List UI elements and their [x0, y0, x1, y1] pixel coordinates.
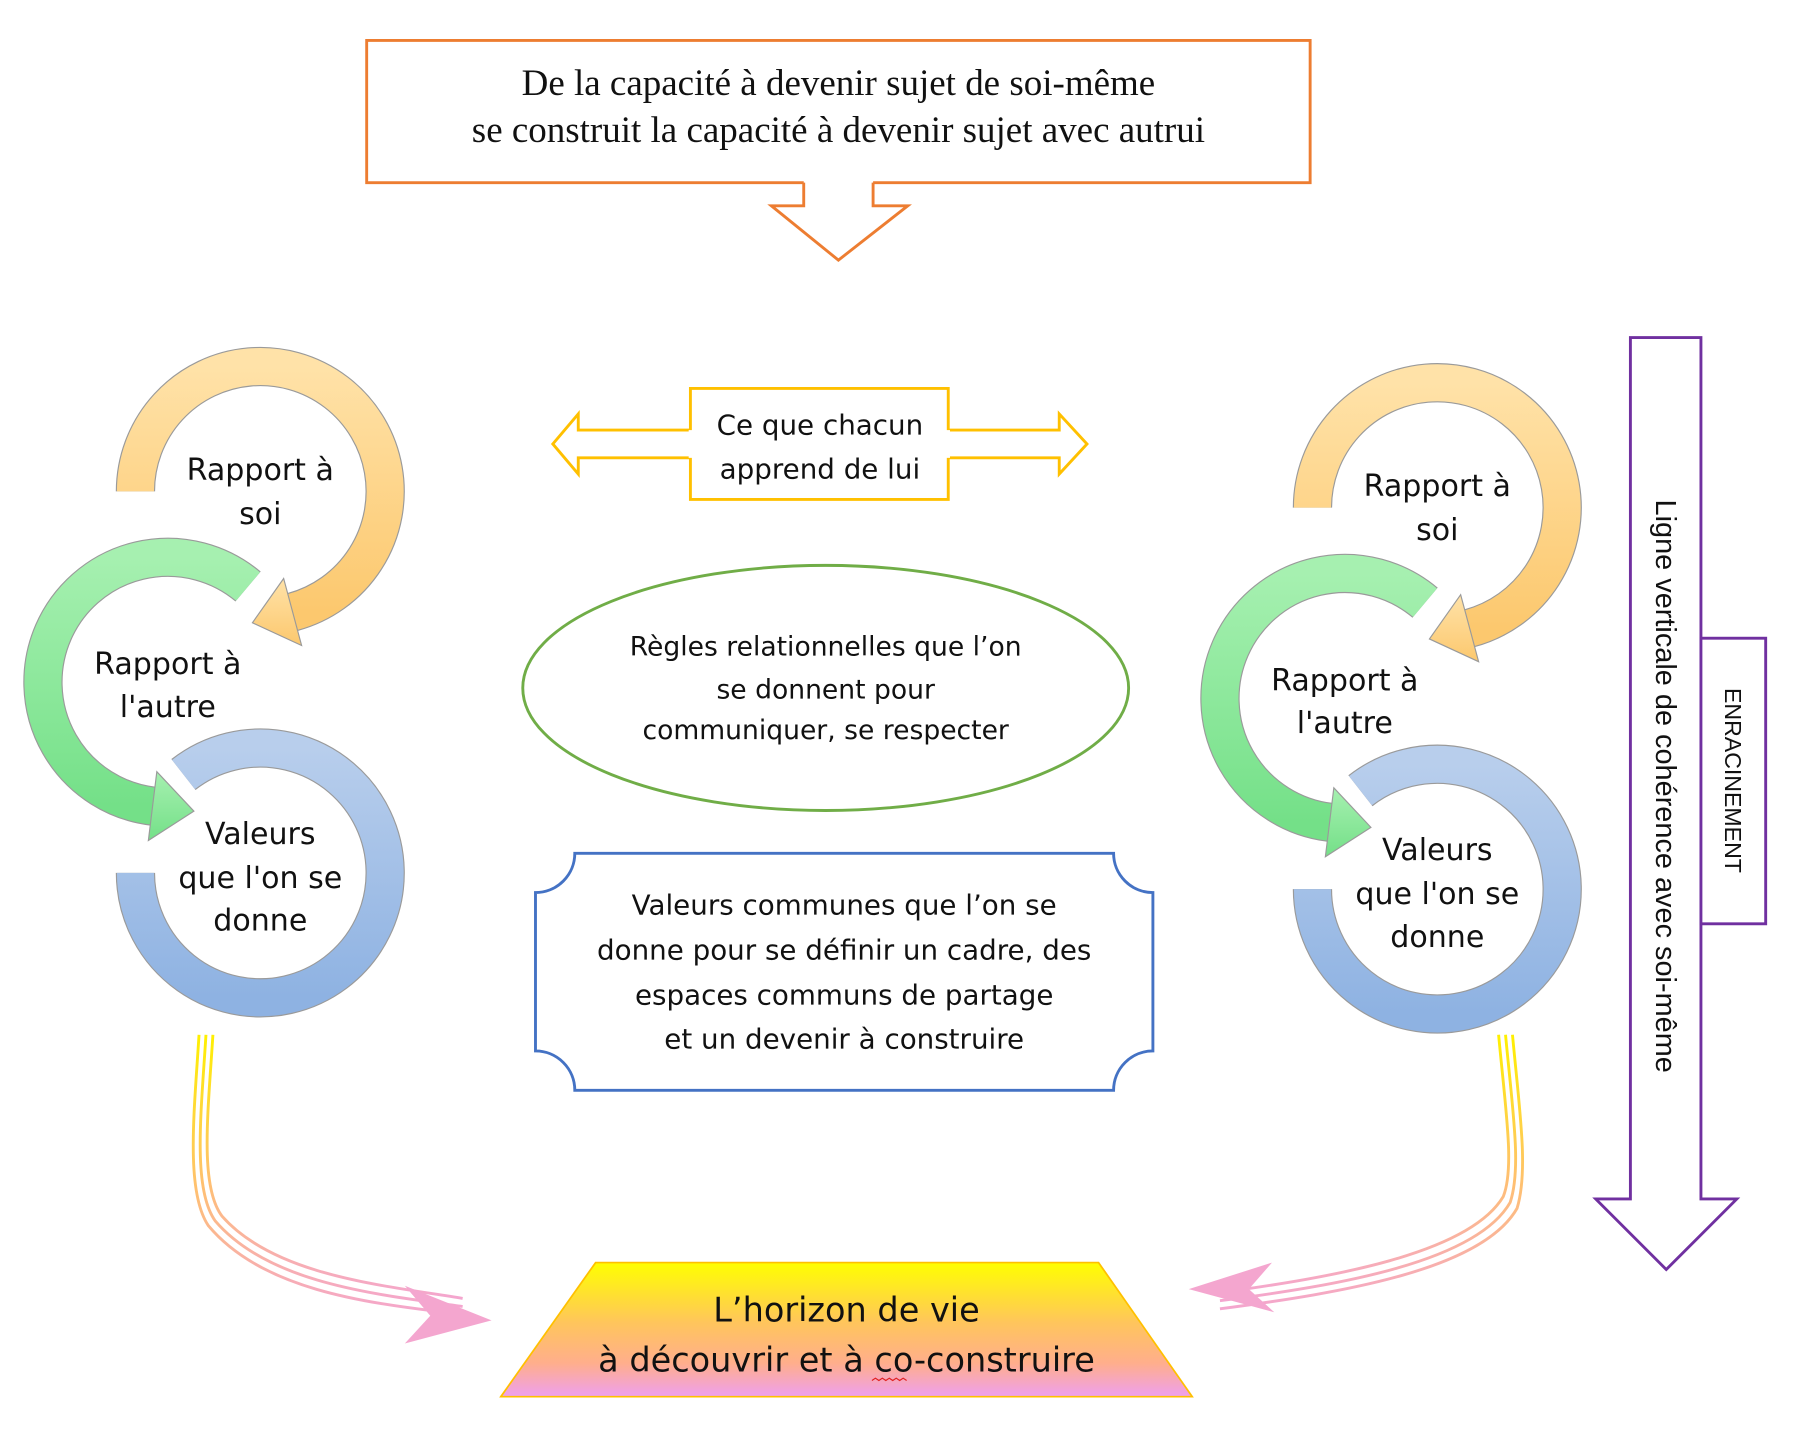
enracinement-box — [1699, 636, 1768, 926]
down-arrow-icon — [767, 182, 912, 262]
right-values-line-2: que l'on se — [1355, 877, 1519, 912]
left-other-line-2: l'autre — [120, 690, 216, 725]
rules-line-3: communiquer, se respecter — [643, 715, 1009, 746]
plaque-line-2: donne pour se définir un cadre, des — [597, 934, 1091, 967]
rules-line-1: Règles relationnelles que l’on — [630, 632, 1022, 663]
left-curved-arrow — [191, 1034, 463, 1317]
left-other-arc — [24, 538, 260, 825]
cycle-left-labels: Rapport à soi Rapport à l'autre Valeurs … — [94, 453, 342, 939]
left-self-arc-arrowhead-icon — [251, 577, 303, 647]
spellcheck-squiggle — [871, 1377, 907, 1382]
horizon-line-1: L’horizon de vie — [713, 1291, 979, 1330]
right-values-arc — [1293, 745, 1581, 1033]
learn-line-1: Ce que chacun — [717, 409, 924, 442]
top-statement-line-1: De la capacité à devenir sujet de soi-mê… — [522, 63, 1156, 104]
vertical-coherence-arrow: Ligne verticale de cohérence avec soi-mê… — [1592, 336, 1768, 1272]
right-self-line-1: Rapport à — [1364, 469, 1511, 504]
right-arrowhead-icon — [1188, 1262, 1275, 1313]
left-values-line-3: donne — [213, 904, 307, 939]
left-values-line-1: Valeurs — [205, 817, 316, 852]
rules-line-2: se donnent pour — [716, 674, 935, 705]
left-values-arc — [116, 729, 404, 1017]
cycle-right-labels: Rapport à soi Rapport à l'autre Valeurs … — [1271, 469, 1519, 955]
left-self-arc — [116, 348, 404, 630]
horizon-line-2: à découvrir et à co-construire — [598, 1340, 1095, 1379]
right-self-line-2: soi — [1416, 513, 1458, 548]
left-values-line-2: que l'on se — [178, 861, 342, 896]
values-plaque: Valeurs communes que l’on se donne pour … — [534, 851, 1155, 1092]
left-other-line-1: Rapport à — [94, 647, 241, 682]
right-self-arc — [1293, 364, 1581, 647]
left-self-line-2: soi — [239, 497, 281, 532]
right-other-line-2: l'autre — [1297, 706, 1393, 741]
plaque-line-4: et un devenir à construire — [664, 1023, 1024, 1056]
learn-line-2: apprend de lui — [720, 453, 921, 486]
down-arrow-icon — [1592, 336, 1741, 1272]
enracinement-label: ENRACINEMENT — [1720, 688, 1746, 873]
top-statement-box: De la capacité à devenir sujet de soi-mê… — [365, 39, 1312, 262]
right-other-arc-arrowhead-icon — [1324, 786, 1372, 858]
horizon-trapezoid: L’horizon de vie à découvrir et à co-con… — [499, 1261, 1194, 1398]
right-values-line-1: Valeurs — [1382, 833, 1493, 868]
left-self-line-1: Rapport à — [187, 453, 334, 488]
plaque-line-3: espaces communs de partage — [635, 979, 1053, 1012]
right-values-line-3: donne — [1390, 920, 1484, 955]
vertical-arrow-label: Ligne verticale de cohérence avec soi-mê… — [1649, 500, 1681, 1073]
right-other-arc — [1201, 555, 1437, 841]
right-self-arc-arrowhead-icon — [1428, 593, 1480, 663]
rules-ellipse: Règles relationnelles que l’on se donnen… — [521, 563, 1131, 812]
right-curved-arrow — [1219, 1034, 1525, 1311]
right-other-line-1: Rapport à — [1271, 663, 1418, 698]
top-statement-line-2: se construit la capacité à devenir sujet… — [472, 110, 1205, 151]
left-arrowhead-icon — [404, 1285, 492, 1344]
cycles — [23, 346, 1582, 1034]
left-other-arc-arrowhead-icon — [147, 770, 195, 842]
learn-box: Ce que chacun apprend de lui — [550, 387, 1089, 501]
plaque-line-1: Valeurs communes que l’on se — [632, 889, 1057, 922]
